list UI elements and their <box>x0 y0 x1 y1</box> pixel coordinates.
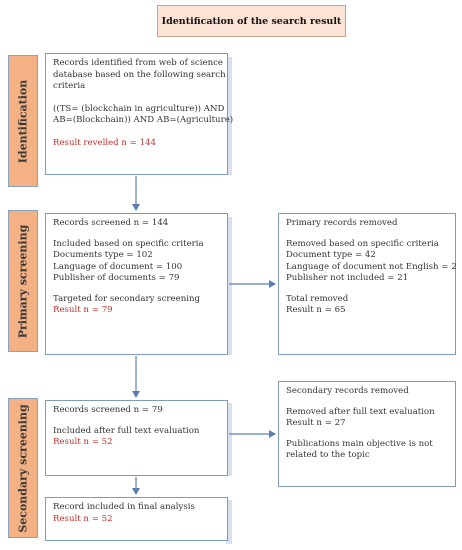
identification-text-2: database based on the following search <box>53 69 226 80</box>
primary-removed-total: Total removed <box>286 293 349 304</box>
final-box-shadow <box>226 500 232 544</box>
diagram-title: Identification of the search result <box>157 5 346 37</box>
screened-header: Records screened n = 144 <box>53 218 169 228</box>
secondary-removed-text: Removed after full text evaluation <box>286 406 435 417</box>
secondary-removed-box: Secondary records removed Removed after … <box>278 381 456 487</box>
primary-removed-result: Result n = 65 <box>286 305 346 315</box>
records-screened-box: Records screened n = 144 Included based … <box>45 213 228 355</box>
search-query-1: ((TS= (blockchain in agriculture)) AND <box>53 103 225 114</box>
identification-text-1: Records identified from web of science <box>53 58 224 68</box>
screened-included: Included based on specific criteria <box>53 238 204 249</box>
identification-text-3: criteria <box>53 81 86 91</box>
screened-box-shadow <box>226 217 232 355</box>
screened2-header: Records screened n = 79 <box>53 405 163 415</box>
identification-result: Result revelled n = 144 <box>53 137 156 148</box>
screened-language: Language of document = 100 <box>53 261 183 272</box>
final-text: Record included in final analysis <box>53 502 195 512</box>
final-analysis-box: Record included in final analysis Result… <box>45 497 228 541</box>
primary-removed-doc-type: Document type = 42 <box>286 250 376 260</box>
screened-publisher: Publisher of documents = 79 <box>53 273 180 283</box>
stage-identification: Identification <box>8 55 38 187</box>
secondary-removed-header: Secondary records removed <box>286 386 409 396</box>
secondary-removed-result: Result n = 27 <box>286 418 346 428</box>
final-result: Result n = 52 <box>53 513 113 524</box>
screened-result: Result n = 79 <box>53 305 113 315</box>
screened-doc-type: Documents type = 102 <box>53 250 153 260</box>
primary-removed-box: Primary records removed Removed based on… <box>278 213 457 355</box>
records-screened-secondary-box: Records screened n = 79 Included after f… <box>45 400 228 476</box>
stage-secondary-screening: Secondary screening <box>8 398 38 538</box>
identification-box-shadow <box>226 57 232 175</box>
secondary-removed-note: Publications main objective is not relat… <box>286 438 433 461</box>
screened2-result: Result n = 52 <box>53 437 113 447</box>
stage-primary-screening: Primary screening <box>8 210 38 352</box>
primary-removed-language: Language of document not English = 2 <box>286 261 457 272</box>
identification-box: Records identified from web of science d… <box>45 53 234 175</box>
screened2-included: Included after full text evaluation <box>53 425 200 436</box>
primary-removed-header: Primary records removed <box>286 218 398 228</box>
screened2-box-shadow <box>226 403 232 476</box>
screened-targeted: Targeted for secondary screening <box>53 293 201 304</box>
primary-removed-publisher: Publisher not included = 21 <box>286 273 409 283</box>
primary-removed-based: Removed based on specific criteria <box>286 238 439 249</box>
search-query-2: AB=(Blockchain)) AND AB=(Agriculture) <box>53 115 234 125</box>
